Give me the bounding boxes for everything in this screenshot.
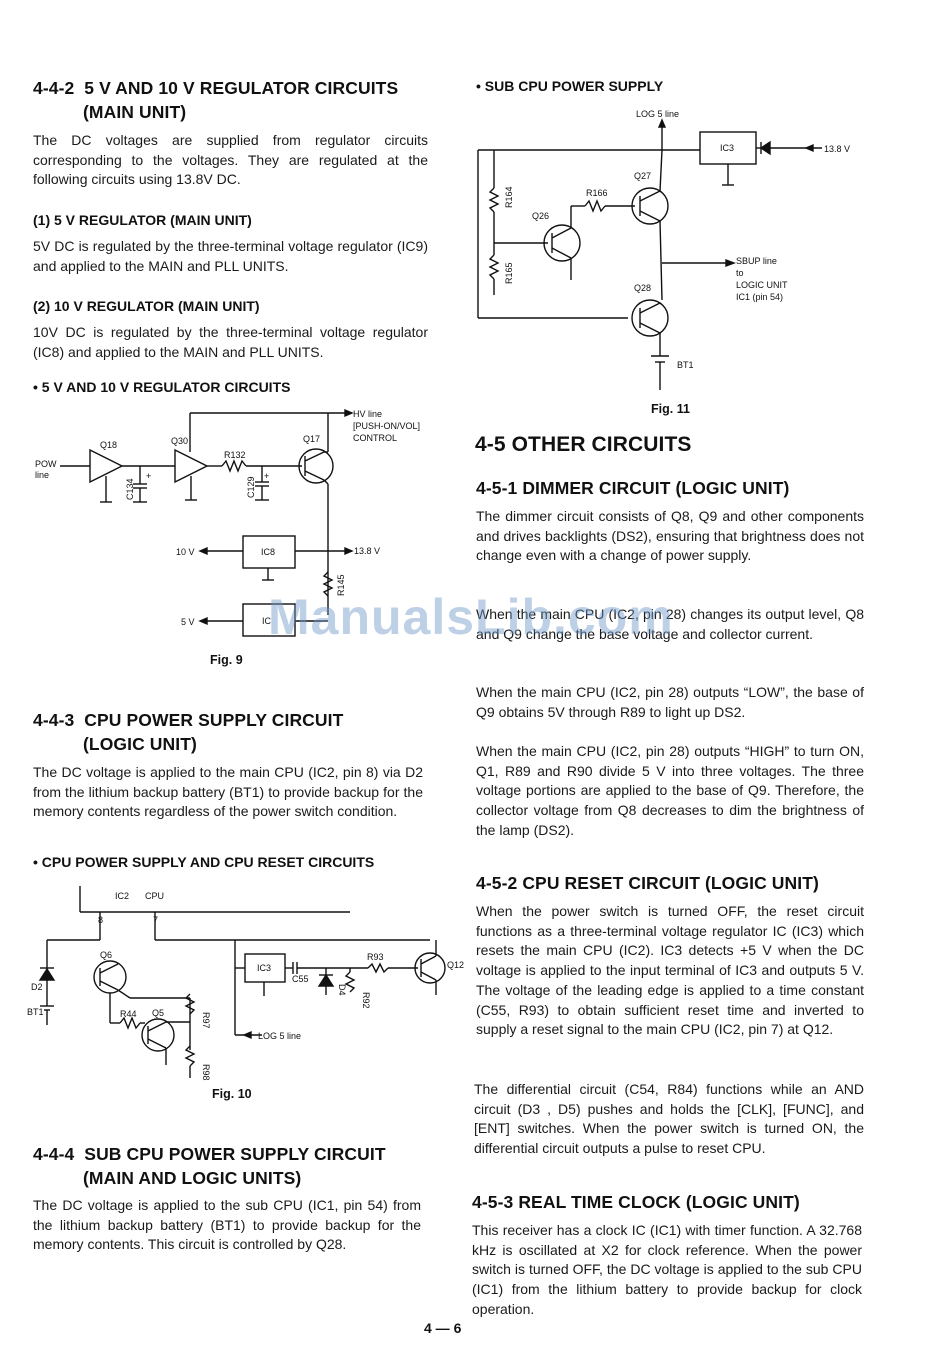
paragraph: When the main CPU (IC2, pin 28) outputs … <box>476 743 864 838</box>
label-d4: D4 <box>337 984 347 996</box>
label-r132: R132 <box>224 450 246 460</box>
figure-heading-regulator: • 5 V AND 10 V REGULATOR CIRCUITS <box>33 379 291 395</box>
label-pin8: 8 <box>98 915 103 925</box>
paragraph: When the power switch is turned OFF, the… <box>476 903 864 1038</box>
label-r92: R92 <box>361 992 371 1009</box>
label-13-8v: 13.8 V <box>824 144 850 154</box>
label-pow: POW <box>35 459 57 469</box>
section-title-line2: (MAIN UNIT) <box>83 102 187 122</box>
watermark: ManualsLib.com <box>268 589 674 645</box>
label-r93: R93 <box>367 952 384 962</box>
label-log5-line: LOG 5 line <box>258 1031 301 1041</box>
section-number: 4-4-2 <box>33 78 75 98</box>
heading-4-5-3: 4-5-3 REAL TIME CLOCK (LOGIC UNIT) <box>472 1192 800 1212</box>
label-pin7: 7 <box>153 915 158 925</box>
label-line: line <box>35 470 49 480</box>
label-q18: Q18 <box>100 440 117 450</box>
label-r166: R166 <box>586 188 608 198</box>
label-r164: R164 <box>504 186 514 208</box>
figure-caption: Fig. 10 <box>212 1087 252 1101</box>
label-13-8v: 13.8 V <box>354 546 380 556</box>
label-r98: R98 <box>201 1064 211 1081</box>
label-q17: Q17 <box>303 434 320 444</box>
figure-heading-sub-cpu-power: • SUB CPU POWER SUPPLY <box>476 78 664 94</box>
label-q6: Q6 <box>100 950 112 960</box>
paragraph: When the main CPU (IC2, pin 28) changes … <box>476 606 864 642</box>
label-c129: C129 <box>246 476 256 498</box>
label-logic-unit: LOGIC UNIT <box>736 280 788 290</box>
label-c55: C55 <box>292 974 309 984</box>
label-plus: + <box>146 471 151 481</box>
heading-4-4-4: 4-4-4 SUB CPU POWER SUPPLY CIRCUIT (MAIN… <box>33 1142 453 1190</box>
label-q26: Q26 <box>532 211 549 221</box>
heading-4-5-1: 4-5-1 DIMMER CIRCUIT (LOGIC UNIT) <box>476 478 790 498</box>
label-push-on-vol: [PUSH-ON/VOL] <box>353 421 420 431</box>
section-title-line1: SUB CPU POWER SUPPLY CIRCUIT <box>84 1144 386 1164</box>
fig11-sub-cpu-schematic: LOG 5 line IC3 13.8 V Q27 Q26 Q28 R166 R… <box>477 109 850 390</box>
paragraph: The differential circuit (C54, R84) func… <box>474 1081 864 1157</box>
section-title-line2: (LOGIC UNIT) <box>83 734 197 754</box>
section-number: 4-4-4 <box>33 1144 75 1164</box>
figure-caption: Fig. 11 <box>651 402 690 416</box>
paragraph: This receiver has a clock IC (IC1) with … <box>472 1222 862 1317</box>
label-q28: Q28 <box>634 283 651 293</box>
label-ic1-pin54: IC1 (pin 54) <box>736 292 783 302</box>
paragraph: The DC voltage is applied to the sub CPU… <box>33 1197 421 1253</box>
label-q5: Q5 <box>152 1008 164 1018</box>
label-ic3: IC3 <box>257 963 271 973</box>
label-ic2: IC2 <box>115 891 129 901</box>
subheading-10v-regulator: (2) 10 V REGULATOR (MAIN UNIT) <box>33 298 260 314</box>
label-r145: R145 <box>336 574 346 596</box>
fig9-regulator-schematic: HV line [PUSH-ON/VOL] CONTROL POW line Q… <box>35 408 420 637</box>
label-10v: 10 V <box>176 547 195 557</box>
page-number: 4 — 6 <box>424 1320 462 1336</box>
section-title-line1: 5 V AND 10 V REGULATOR CIRCUITS <box>84 78 399 98</box>
label-d2: D2 <box>31 982 43 992</box>
paragraph: When the main CPU (IC2, pin 28) outputs … <box>476 684 864 720</box>
heading-4-5: 4-5 OTHER CIRCUITS <box>475 433 692 456</box>
label-bt1: BT1 <box>677 360 694 370</box>
paragraph: 5V DC is regulated by the three-terminal… <box>33 238 428 274</box>
label-control: CONTROL <box>353 433 397 443</box>
subheading-5v-regulator: (1) 5 V REGULATOR (MAIN UNIT) <box>33 212 252 228</box>
label-q30: Q30 <box>171 436 188 446</box>
label-bt1: BT1 <box>27 1007 44 1017</box>
heading-4-4-2: 4-4-2 5 V AND 10 V REGULATOR CIRCUITS (M… <box>33 76 453 124</box>
label-q27: Q27 <box>634 171 651 181</box>
label-ic9: IC <box>262 616 272 626</box>
label-plus: + <box>264 471 269 481</box>
label-c134: C134 <box>125 478 135 500</box>
label-r44: R44 <box>120 1009 137 1019</box>
paragraph: The dimmer circuit consists of Q8, Q9 an… <box>476 508 864 564</box>
paragraph: 10V DC is regulated by the three-termina… <box>33 324 428 360</box>
heading-4-4-3: 4-4-3 CPU POWER SUPPLY CIRCUIT (LOGIC UN… <box>33 708 453 756</box>
label-r165: R165 <box>504 262 514 284</box>
paragraph: The DC voltages are supplied from regula… <box>33 132 428 188</box>
label-to: to <box>736 268 744 278</box>
label-cpu: CPU <box>145 891 164 901</box>
label-sbup-line: SBUP line <box>736 256 777 266</box>
label-log5-line: LOG 5 line <box>636 109 679 119</box>
fig10-cpu-reset-schematic: IC2 CPU 8 7 Q6 Q5 Q12 D2 BT1 R44 R97 R98… <box>27 886 464 1081</box>
section-number: 4-4-3 <box>33 710 75 730</box>
label-ic3: IC3 <box>720 143 734 153</box>
figure-heading-cpu-power: • CPU POWER SUPPLY AND CPU RESET CIRCUIT… <box>33 854 375 870</box>
heading-4-5-2: 4-5-2 CPU RESET CIRCUIT (LOGIC UNIT) <box>476 873 819 893</box>
paragraph: The DC voltage is applied to the main CP… <box>33 764 423 820</box>
section-title-line1: CPU POWER SUPPLY CIRCUIT <box>84 710 344 730</box>
label-5v: 5 V <box>181 617 195 627</box>
figure-caption: Fig. 9 <box>210 653 243 667</box>
section-title-line2: (MAIN AND LOGIC UNITS) <box>83 1168 302 1188</box>
label-q12: Q12 <box>447 960 464 970</box>
label-ic8: IC8 <box>261 547 275 557</box>
label-r97: R97 <box>201 1012 211 1029</box>
label-hv-line: HV line <box>353 409 382 419</box>
